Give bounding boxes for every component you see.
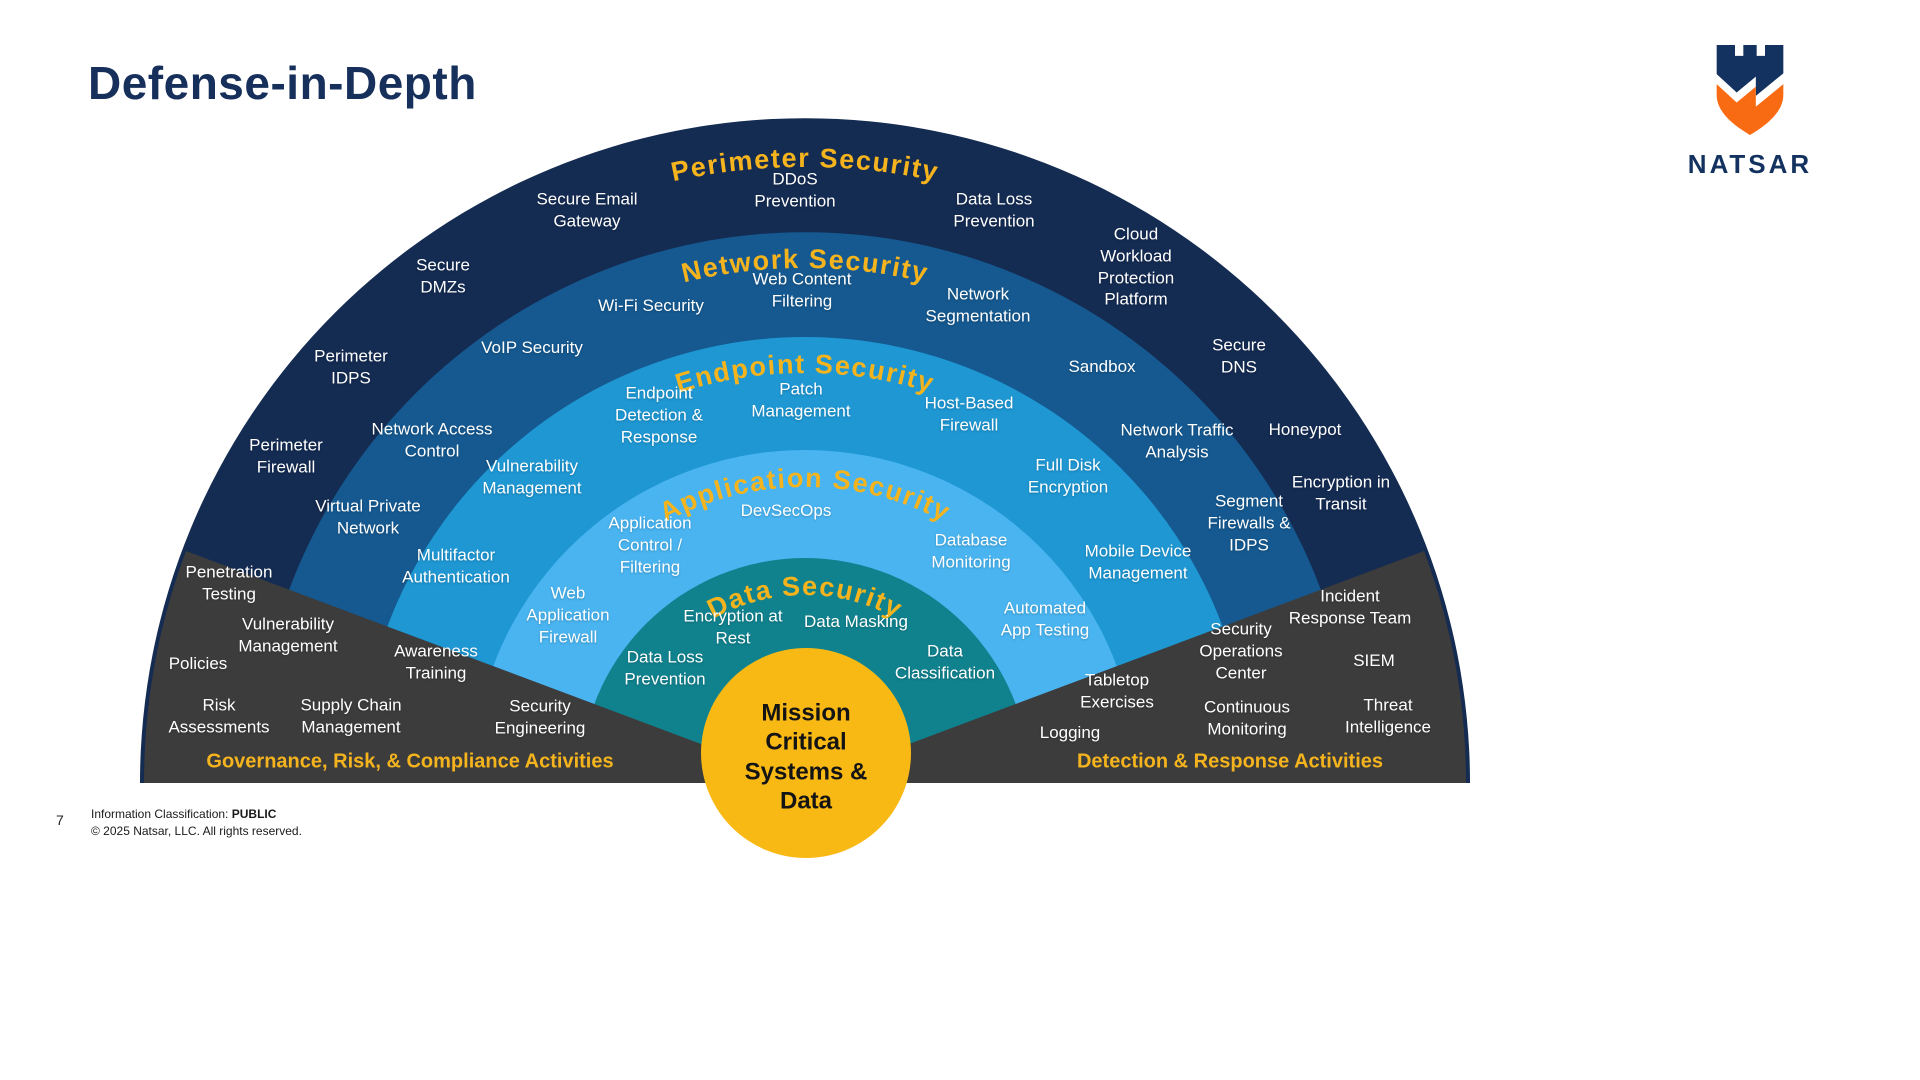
perimeter-item: Cloud Workload Protection Platform <box>1097 224 1175 309</box>
application-item: DevSecOps <box>740 501 832 521</box>
grc-item: Penetration Testing <box>185 562 273 603</box>
wedge-governance-risk-compliance <box>144 551 805 783</box>
perimeter-item: Encryption in Transit <box>1291 472 1391 513</box>
natsar-shield-icon <box>1716 45 1784 135</box>
endpoint-item: Vulnerability Management <box>482 456 582 497</box>
perimeter-item: DDoS Prevention <box>754 169 836 210</box>
footer: Information Classification: PUBLIC © 202… <box>91 806 302 840</box>
grc-item: Policies <box>168 654 228 674</box>
perimeter-item: Secure Email Gateway <box>536 189 638 230</box>
copyright-line: © 2025 Natsar, LLC. All rights reserved. <box>91 823 302 838</box>
logo-brand-text: NATSAR <box>1687 149 1813 179</box>
endpoint-item: Endpoint Detection & Response <box>615 383 703 446</box>
network-item: Network Segmentation <box>925 284 1031 325</box>
network-item: Segment Firewalls & IDPS <box>1207 491 1291 554</box>
dr-item: Continuous Monitoring <box>1203 697 1290 738</box>
application-item: Automated App Testing <box>1000 598 1090 639</box>
dr-wedge-title: Detection & Response Activities <box>1076 750 1384 773</box>
dr-item: Logging <box>1039 723 1101 743</box>
data-item: Data Classification <box>894 641 996 682</box>
endpoint-item: Host-Based Firewall <box>924 393 1014 434</box>
grc-item: Awareness Training <box>394 641 478 682</box>
classification-line: Information Classification: PUBLIC <box>91 807 277 821</box>
dr-item: Incident Response Team <box>1288 586 1412 627</box>
network-item: Sandbox <box>1068 357 1136 377</box>
application-item: Web Application Firewall <box>526 583 610 646</box>
perimeter-item: Data Loss Prevention <box>953 189 1035 230</box>
data-item: Data Loss Prevention <box>624 647 706 688</box>
dr-item: Tabletop Exercises <box>1080 670 1154 711</box>
network-item: Network Access Control <box>371 419 493 460</box>
perimeter-item: Secure DMZs <box>416 255 470 296</box>
natsar-logo: NATSAR <box>1680 40 1820 180</box>
endpoint-item: Mobile Device Management <box>1084 541 1192 582</box>
grc-item: Supply Chain Management <box>300 695 402 736</box>
page-title: Defense-in-Depth <box>88 57 477 109</box>
network-item: Virtual Private Network <box>315 496 421 537</box>
application-item: Application Control / Filtering <box>608 513 692 576</box>
grc-item: Vulnerability Management <box>238 614 338 655</box>
grc-item: Security Engineering <box>494 696 586 737</box>
endpoint-item: Patch Management <box>751 379 851 420</box>
perimeter-item: Perimeter IDPS <box>314 346 388 387</box>
endpoint-item: Multifactor Authentication <box>402 545 510 586</box>
grc-item: Risk Assessments <box>168 695 270 736</box>
network-item: Web Content Filtering <box>752 269 852 310</box>
mission-critical-label: Mission Critical Systems & Data <box>744 699 868 815</box>
shield-bottom-shape <box>1716 84 1784 135</box>
perimeter-item: Perimeter Firewall <box>249 435 323 476</box>
application-item: Database Monitoring <box>931 530 1011 571</box>
grc-wedge-title: Governance, Risk, & Compliance Activitie… <box>206 750 614 773</box>
dr-item: Threat Intelligence <box>1344 695 1431 736</box>
network-item: VoIP Security <box>481 338 583 358</box>
classification-value: PUBLIC <box>231 807 277 821</box>
dr-item: Security Operations Center <box>1199 619 1283 682</box>
center-circle <box>701 648 911 858</box>
perimeter-item: Honeypot <box>1268 420 1342 440</box>
data-item: Data Masking <box>804 612 908 632</box>
network-item: Wi-Fi Security <box>598 296 704 316</box>
dr-item: SIEM <box>1353 651 1395 671</box>
wedge-detection-response <box>805 551 1466 783</box>
data-item: Encryption at Rest <box>683 606 783 647</box>
page-number: 7 <box>56 812 64 828</box>
shield-top-shape <box>1716 45 1784 96</box>
perimeter-item: Secure DNS <box>1212 335 1266 376</box>
network-item: Network Traffic Analysis <box>1120 420 1234 461</box>
endpoint-item: Full Disk Encryption <box>1027 455 1109 496</box>
